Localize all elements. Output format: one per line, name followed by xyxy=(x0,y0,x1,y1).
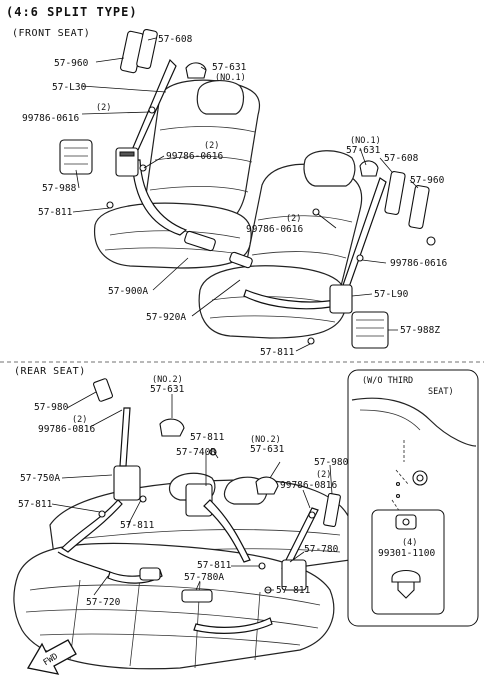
label-qty-2a: (2) xyxy=(96,103,111,113)
retractor-cover-right xyxy=(351,311,389,349)
label-qty-2b: (2) xyxy=(204,141,219,151)
label-57-920a: 57-920A xyxy=(146,312,186,323)
rear-buckle-center xyxy=(181,589,213,603)
label-57-811g: 57-811 xyxy=(276,585,311,596)
inset-part-box xyxy=(371,509,445,615)
label-99786-0616d: 99786-0616 xyxy=(390,258,447,269)
label-57-750a: 57-750A xyxy=(20,473,60,484)
label-57-811e: 57-811 xyxy=(120,520,155,531)
label-57-988z: 57-988Z xyxy=(400,325,440,336)
label-57-740b: 57-740B xyxy=(176,447,216,458)
label-57-811f: 57-811 xyxy=(197,560,232,571)
rear-retractor-left xyxy=(113,465,141,501)
rear-anchor-plate-left xyxy=(93,378,113,402)
label-qty-2d: (2) xyxy=(72,415,87,425)
adjuster-cover-right xyxy=(384,171,406,215)
label-57-988: 57-988 xyxy=(42,183,77,194)
rear-anchor-plate-right xyxy=(323,492,341,528)
label-57-811a: 57-811 xyxy=(38,207,73,218)
rear-anchor-cover-left xyxy=(159,418,185,437)
label-57-980z: 57-980Z xyxy=(314,457,354,468)
label-no2a: (NO.2) xyxy=(152,375,183,385)
label-57-780: 57-780 xyxy=(304,544,339,555)
label-57-631b: 57-631 xyxy=(346,145,381,156)
label-99786-0816a: 99786-0816 xyxy=(38,424,95,435)
label-no1b: (NO.1) xyxy=(350,136,381,146)
label-57-811b: 57-811 xyxy=(260,347,295,358)
inset-without-third-seat: (W/O THIRD SEAT) (4) 99301-1100 xyxy=(347,369,479,627)
rear-seat-assembly: 57-980 (2) 99786-0816 (NO.2) 57-631 57-8… xyxy=(13,375,354,670)
label-57-720: 57-720 xyxy=(86,597,121,608)
shoulder-anchor-cover-right xyxy=(359,160,379,177)
label-no1: (NO.1) xyxy=(215,73,246,83)
diagram-title: (4:6 SPLIT TYPE) xyxy=(6,5,138,19)
inset-seat-cushion-edge xyxy=(351,397,477,447)
front-left-headrest xyxy=(196,80,245,115)
label-57-l30: 57-L30 xyxy=(52,82,87,93)
height-adjuster-right xyxy=(408,185,430,229)
label-57-780a: 57-780A xyxy=(184,572,224,583)
front-right-headrest xyxy=(303,150,356,187)
label-57-631c: 57-631 xyxy=(150,384,185,395)
label-57-900a: 57-900A xyxy=(108,286,148,297)
label-57-980: 57-980 xyxy=(34,402,69,413)
rear-retractor-center xyxy=(185,483,213,517)
label-57-608: 57-608 xyxy=(158,34,193,45)
label-99786-0616b: 99786-0616 xyxy=(166,151,223,162)
label-no2b: (NO.2) xyxy=(250,435,281,445)
label-99301-1100: 99301-1100 xyxy=(378,548,435,559)
rear-buckle-left xyxy=(139,567,161,581)
label-57-631d: 57-631 xyxy=(250,444,285,455)
label-57-608b: 57-608 xyxy=(384,153,419,164)
rear-anchor-cover-right xyxy=(255,476,279,495)
label-57-l90: 57-L90 xyxy=(374,289,409,300)
inset-heading-line1: (W/O THIRD xyxy=(362,376,413,386)
label-57-811c: 57-811 xyxy=(190,432,225,443)
label-99786-0616a: 99786-0616 xyxy=(22,113,79,124)
label-99786-0816b: 99786-0816 xyxy=(280,480,337,491)
rear-seat-cushion xyxy=(13,542,335,670)
rear-seat-heading: (REAR SEAT) xyxy=(14,366,86,377)
front-seat-heading: (FRONT SEAT) xyxy=(12,28,90,39)
label-qty-4: (4) xyxy=(402,538,417,548)
rear-retractor-right xyxy=(281,559,307,591)
label-qty-2c: (2) xyxy=(286,214,301,224)
front-seat-assembly: 57-608 57-960 57-631 (NO.1) 57-L30 (2) 9… xyxy=(22,28,447,358)
buckle-left xyxy=(184,230,216,252)
retractor-right xyxy=(329,284,353,314)
label-57-631: 57-631 xyxy=(212,62,247,73)
shoulder-anchor-cover-left xyxy=(185,62,207,79)
inset-heading-line2: SEAT) xyxy=(428,387,454,397)
label-99786-0616c: 99786-0616 xyxy=(246,224,303,235)
label-57-811d: 57-811 xyxy=(18,499,53,510)
label-qty-2e: (2) xyxy=(316,470,331,480)
retractor-cover-left xyxy=(59,139,93,175)
label-57-960: 57-960 xyxy=(54,58,89,69)
push-clip-fastener xyxy=(391,569,421,599)
fwd-arrow-icon: FWD xyxy=(26,639,77,675)
label-57-960b: 57-960 xyxy=(410,175,445,186)
